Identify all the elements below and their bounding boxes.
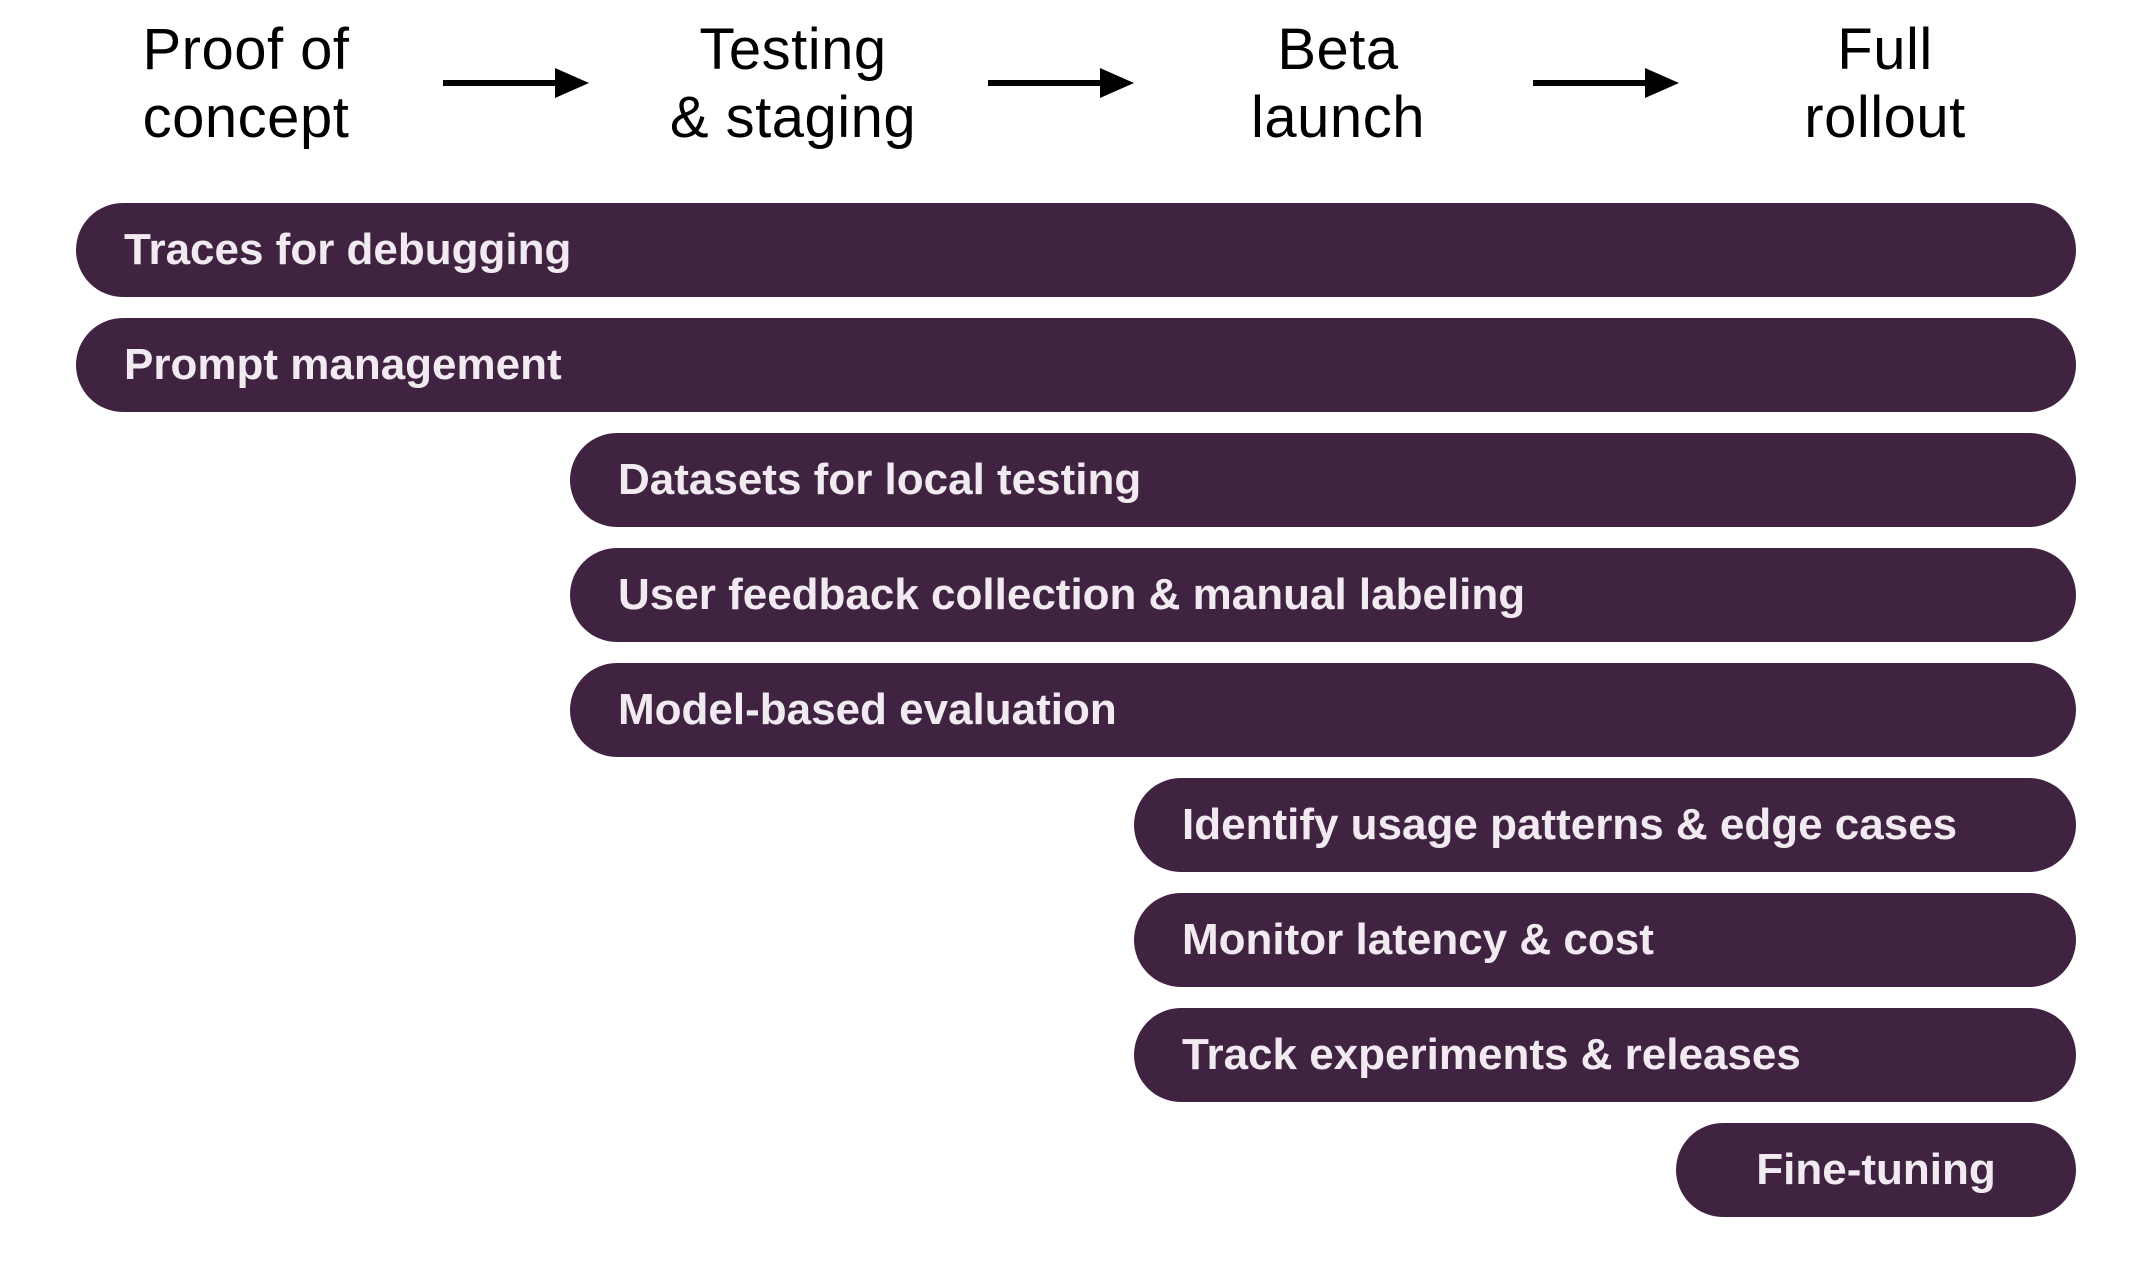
capability-bar-fine-tuning: Fine-tuning	[1676, 1123, 2076, 1217]
capability-bar-identify-usage-patterns: Identify usage patterns & edge cases	[1134, 778, 2076, 872]
stage-heading-line: launch	[1251, 85, 1425, 150]
stage-heading-line: Full	[1837, 17, 1933, 82]
capability-bar-datasets-for-local-testing: Datasets for local testing	[570, 433, 2076, 527]
capability-bar-traces-for-debugging: Traces for debugging	[76, 203, 2076, 297]
capability-bar-user-feedback-collection: User feedback collection & manual labeli…	[570, 548, 2076, 642]
capability-bar-track-experiments-releases: Track experiments & releases	[1134, 1008, 2076, 1102]
stage-heading-line: Testing	[699, 17, 887, 82]
stage-heading-proof-of-concept: Proof of concept	[0, 16, 526, 152]
stage-heading-line: Beta	[1277, 17, 1399, 82]
stage-heading-line: rollout	[1804, 85, 1966, 150]
arrow-right-icon	[443, 68, 589, 98]
arrow-right-icon	[988, 68, 1134, 98]
capability-bar-monitor-latency-cost: Monitor latency & cost	[1134, 893, 2076, 987]
stage-heading-line: & staging	[669, 85, 917, 150]
stage-heading-testing-staging: Testing & staging	[513, 16, 1073, 152]
stage-heading-full-rollout: Full rollout	[1605, 16, 2140, 152]
capability-bar-model-based-evaluation: Model-based evaluation	[570, 663, 2076, 757]
stage-heading-line: Proof of	[142, 17, 350, 82]
arrow-right-icon	[1533, 68, 1679, 98]
stage-heading-beta-launch: Beta launch	[1058, 16, 1618, 152]
capability-bar-prompt-management: Prompt management	[76, 318, 2076, 412]
stage-heading-line: concept	[142, 85, 350, 150]
